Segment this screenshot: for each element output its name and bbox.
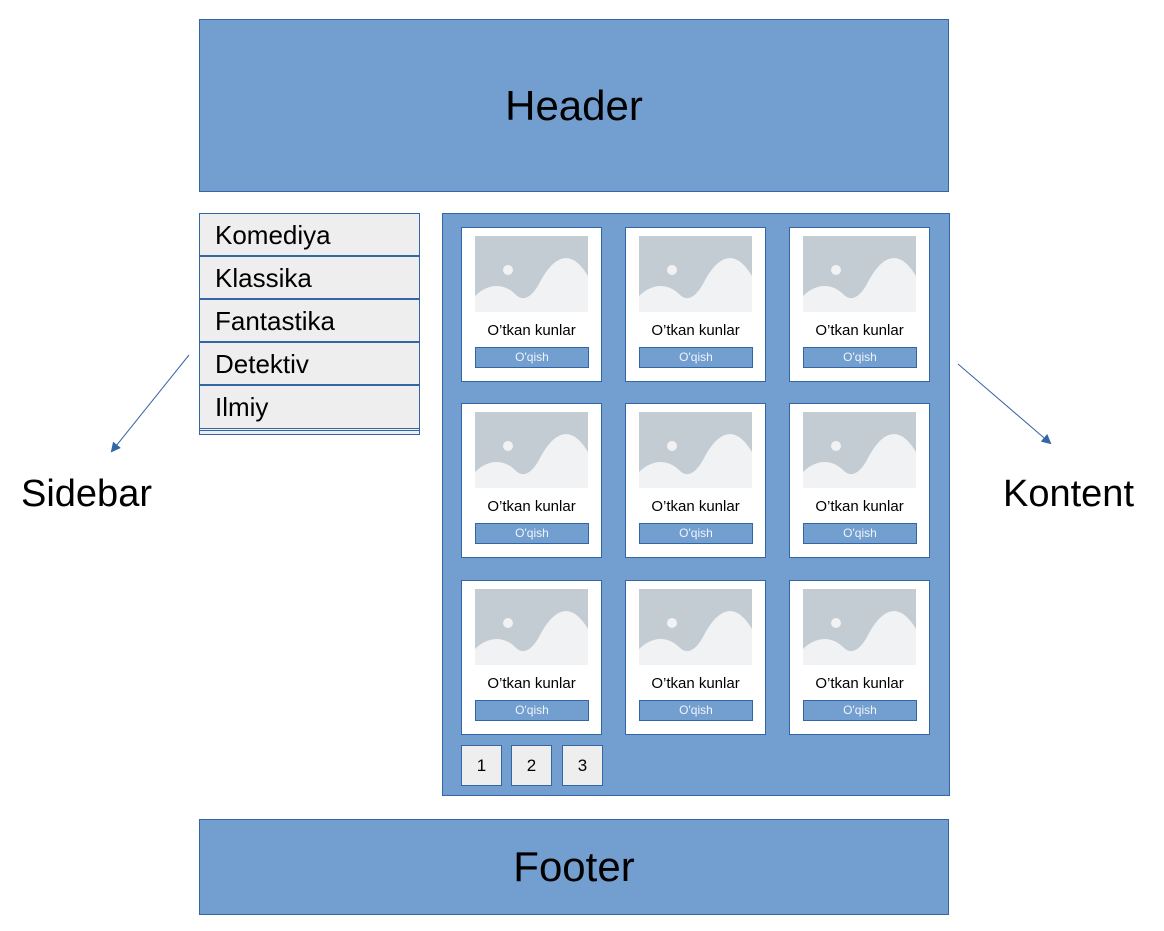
image-placeholder-icon [803, 412, 916, 488]
image-placeholder-icon [803, 236, 916, 312]
image-placeholder-icon [803, 589, 916, 665]
page-button-2[interactable]: 2 [511, 745, 552, 786]
sidebar-annotation-label: Sidebar [21, 473, 152, 515]
page-button-1[interactable]: 1 [461, 745, 502, 786]
book-title: O’tkan kunlar [815, 498, 904, 515]
image-placeholder-icon [475, 412, 588, 488]
read-button[interactable]: O'qish [639, 700, 753, 721]
sidebar-item-klassika[interactable]: Klassika [200, 257, 419, 300]
read-button[interactable]: O'qish [803, 700, 917, 721]
book-card: O’tkan kunlar O'qish [625, 580, 766, 735]
sidebar-item-ilmiy[interactable]: Ilmiy [200, 386, 419, 431]
content-arrow [957, 363, 1052, 445]
image-placeholder-icon [475, 236, 588, 312]
image-placeholder-icon [639, 589, 752, 665]
read-button[interactable]: O'qish [639, 347, 753, 368]
book-card: O’tkan kunlar O'qish [789, 580, 930, 735]
page-button-3[interactable]: 3 [562, 745, 603, 786]
image-placeholder-icon [475, 589, 588, 665]
book-card: O’tkan kunlar O'qish [789, 403, 930, 558]
read-button[interactable]: O'qish [803, 523, 917, 544]
footer-label: Footer [513, 843, 635, 890]
book-title: O’tkan kunlar [815, 675, 904, 692]
book-card: O’tkan kunlar O'qish [625, 403, 766, 558]
header-block: Header [199, 19, 949, 192]
header-label: Header [505, 81, 643, 129]
book-title: O’tkan kunlar [487, 322, 576, 339]
footer-block: Footer [199, 819, 949, 915]
read-button[interactable]: O'qish [475, 523, 589, 544]
sidebar-item-fantastika[interactable]: Fantastika [200, 300, 419, 343]
sidebar-item-detektiv[interactable]: Detektiv [200, 343, 419, 386]
book-title: O’tkan kunlar [487, 498, 576, 515]
book-title: O’tkan kunlar [815, 322, 904, 339]
sidebar: Komediya Klassika Fantastika Detektiv Il… [199, 213, 420, 435]
read-button[interactable]: O'qish [475, 347, 589, 368]
book-title: O’tkan kunlar [651, 322, 740, 339]
image-placeholder-icon [639, 412, 752, 488]
image-placeholder-icon [639, 236, 752, 312]
book-card: O’tkan kunlar O'qish [461, 580, 602, 735]
sidebar-arrow [110, 354, 190, 453]
content-panel: O’tkan kunlar O'qish O’tkan kunlar O'qis… [442, 213, 950, 796]
content-annotation-label: Kontent [1003, 473, 1134, 515]
book-card: O’tkan kunlar O'qish [461, 403, 602, 558]
book-card: O’tkan kunlar O'qish [625, 227, 766, 382]
book-title: O’tkan kunlar [487, 675, 576, 692]
book-title: O’tkan kunlar [651, 498, 740, 515]
book-title: O’tkan kunlar [651, 675, 740, 692]
book-card: O’tkan kunlar O'qish [789, 227, 930, 382]
sidebar-item-komediya[interactable]: Komediya [200, 214, 419, 257]
book-card: O’tkan kunlar O'qish [461, 227, 602, 382]
read-button[interactable]: O'qish [475, 700, 589, 721]
read-button[interactable]: O'qish [803, 347, 917, 368]
read-button[interactable]: O'qish [639, 523, 753, 544]
